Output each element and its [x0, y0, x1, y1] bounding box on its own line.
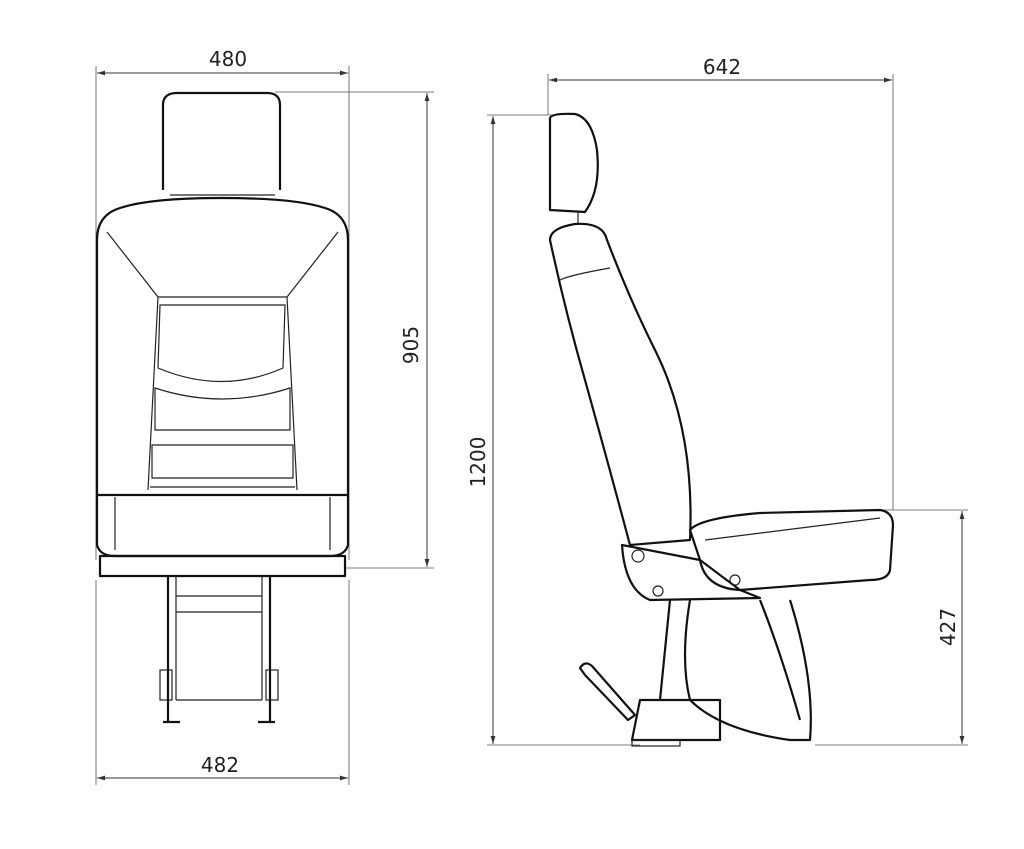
pivot-bolt [631, 549, 645, 563]
adjustment-lever [578, 662, 637, 722]
backrest-front [95, 196, 350, 495]
dimension-label-427: 427 [936, 608, 960, 646]
dimension-depth: 642 [547, 55, 894, 510]
backrest-side [548, 222, 692, 547]
side-view: 642 1200 427 [466, 55, 968, 747]
headrest-front [161, 91, 282, 190]
dimension-height-front: 905 [275, 91, 434, 569]
dimension-label-480: 480 [209, 47, 247, 71]
dimension-label-905: 905 [399, 326, 423, 364]
dimension-label-482: 482 [201, 753, 239, 777]
dimension-total-height: 1200 [466, 114, 640, 746]
dimension-seat-height: 427 [815, 509, 968, 746]
seat-frame-front [98, 554, 347, 578]
dimension-width-bottom: 482 [95, 580, 350, 785]
seat-frame-side [620, 543, 762, 602]
pedestal-side [658, 599, 812, 742]
dimension-label-1200: 1200 [466, 437, 490, 488]
dimension-width-top: 480 [95, 47, 350, 560]
seat-cushion-side [688, 508, 895, 592]
headrest-side [548, 112, 599, 214]
seat-cushion-front [95, 493, 350, 558]
pedestal-front [159, 576, 279, 724]
front-view: 480 482 905 [95, 47, 434, 785]
dimension-label-642: 642 [703, 55, 741, 79]
backrest-panel [157, 304, 286, 383]
